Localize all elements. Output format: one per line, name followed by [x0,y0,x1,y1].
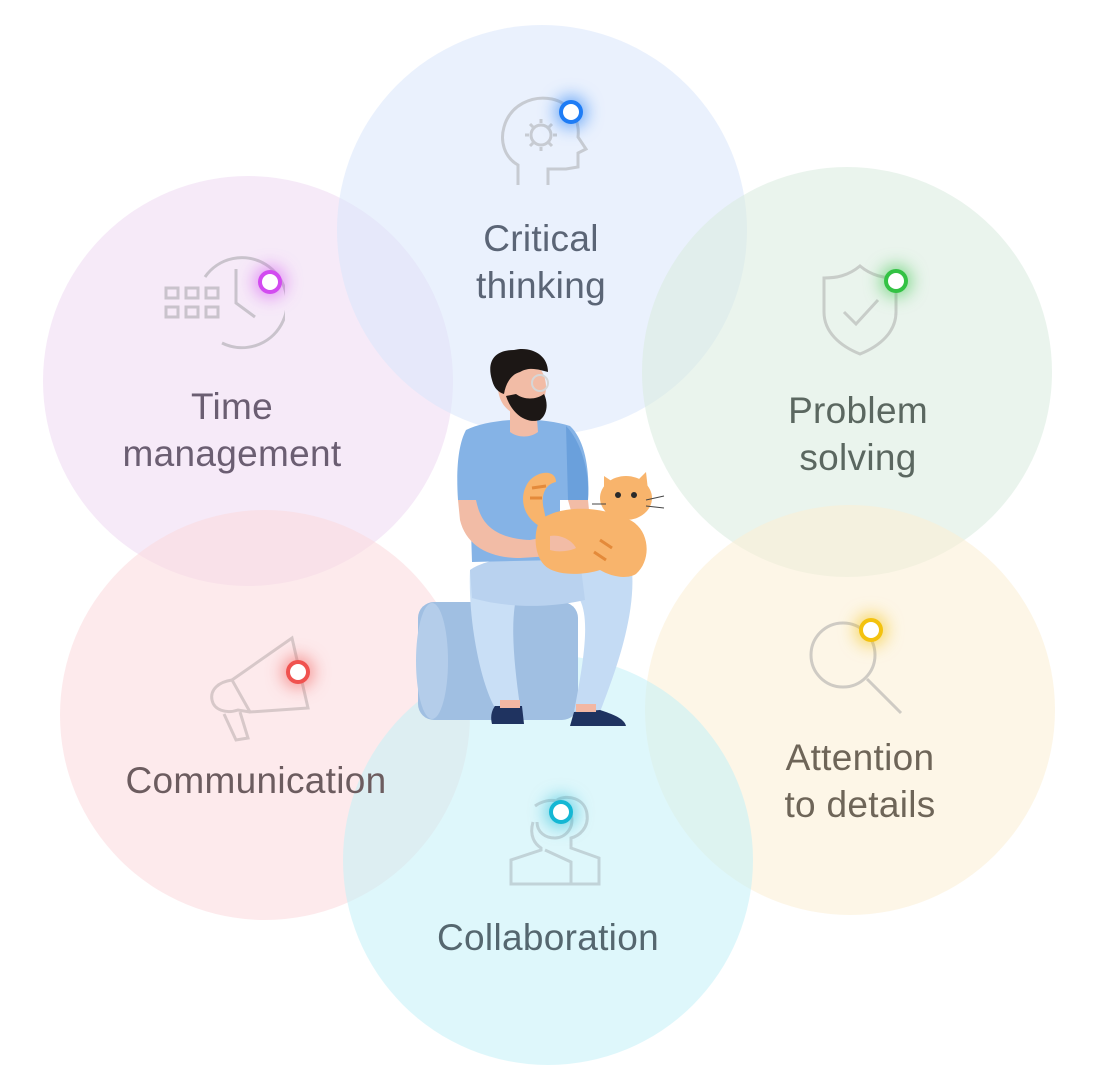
label-line: Attention [785,737,935,778]
magnifier-icon [809,621,903,715]
dot-critical-thinking [563,104,579,120]
label-attention-to-details: Attention to details [784,734,935,828]
label-line: Problem [788,390,928,431]
dot-collaboration [553,804,569,820]
label-line: management [122,433,342,474]
label-time-management: Time management [123,383,342,477]
label-problem-solving: Problem solving [788,387,928,481]
label-line: thinking [476,265,606,306]
shield-check-icon [822,264,898,356]
label-line: Collaboration [437,917,659,958]
label-collaboration: Collaboration [437,914,659,961]
label-line: solving [799,437,917,478]
dot-time-management [262,274,278,290]
dot-communication [290,664,306,680]
dot-problem-solving [888,273,904,289]
dot-attention-to-details [863,622,879,638]
people-icon [509,795,601,886]
label-line: to details [784,784,936,825]
bubble-collaboration [343,655,753,1065]
cat [523,472,665,577]
label-communication: Communication [126,757,387,804]
label-critical-thinking: Critical thinking [476,215,606,309]
label-line: Time [190,386,274,427]
megaphone-icon [210,635,310,742]
head-gear-icon [501,96,589,185]
label-line: Communication [125,760,387,801]
label-line: Critical [483,218,599,259]
calendar-clock-icon [164,256,285,350]
